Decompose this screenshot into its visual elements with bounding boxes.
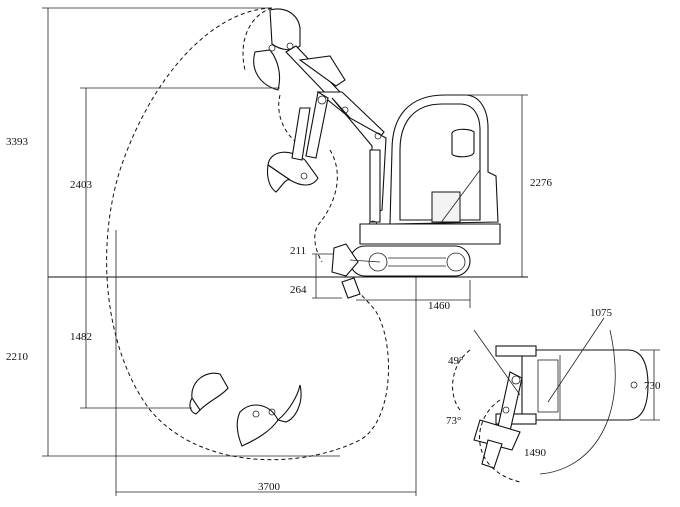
bucket-mid-position xyxy=(266,151,319,193)
dim-label-264: 264 xyxy=(290,284,307,296)
dim-blade-drop: 264 xyxy=(290,277,342,299)
dim-label-1460: 1460 xyxy=(428,300,451,312)
dim-max-dig-depth: 2210 xyxy=(6,277,340,457)
bucket-dig-position xyxy=(236,384,302,447)
dim-blade-lift: 211 xyxy=(290,245,334,277)
working-range-envelope xyxy=(106,7,389,461)
excavator-arm-assembly xyxy=(285,45,387,230)
dim-label-1482: 1482 xyxy=(70,331,92,343)
dim-max-dump-height: 2403 xyxy=(70,87,280,277)
bucket-top-position xyxy=(253,8,301,91)
dim-tail-length: 1460 xyxy=(356,280,471,312)
dim-label-49deg: 49° xyxy=(448,355,463,367)
dim-label-2210: 2210 xyxy=(6,351,29,363)
dim-max-reach: 3700 xyxy=(115,230,417,496)
excavator-cab xyxy=(359,94,501,245)
dim-cab-height: 2276 xyxy=(465,94,553,277)
dim-label-73deg: 73° xyxy=(446,415,461,427)
dim-label-3393: 3393 xyxy=(6,136,29,148)
dim-label-2276: 2276 xyxy=(530,177,553,189)
top-view: 730 1075 1490 49° 73° xyxy=(446,307,661,483)
dim-label-3700: 3700 xyxy=(258,481,281,493)
dim-label-1490: 1490 xyxy=(524,447,547,459)
dozer-blade xyxy=(331,243,381,299)
bucket-low-position xyxy=(189,372,229,415)
dim-label-730: 730 xyxy=(644,380,661,392)
dim-label-2403: 2403 xyxy=(70,179,93,191)
dim-label-1075: 1075 xyxy=(590,307,613,319)
dim-label-211: 211 xyxy=(290,245,306,257)
dim-max-reach-height: 3393 xyxy=(6,7,270,277)
dim-vertical-wall-depth: 1482 xyxy=(70,277,192,409)
